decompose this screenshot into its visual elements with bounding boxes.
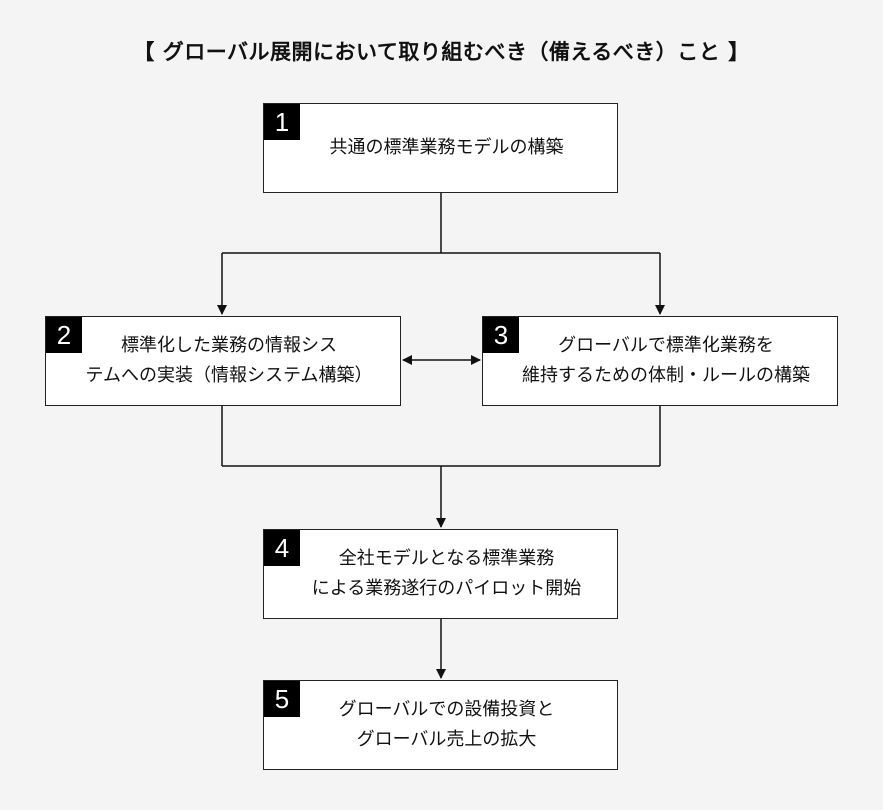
step-2-text-line-1: 標準化した業務の情報シス: [121, 335, 337, 356]
step-number-badge: 1: [264, 104, 300, 140]
step-number-badge: 5: [264, 681, 300, 717]
step-5-text-line-2: グローバル売上の拡大: [356, 729, 537, 750]
step-4-text-line-1: 全社モデルとなる標準業務: [338, 548, 555, 569]
step-1-text: 共通の標準業務モデルの構築: [329, 137, 564, 158]
diagram-title: 【 グローバル展開において取り組むべき（備えるべき）こと 】: [133, 40, 750, 64]
step-number-badge: 2: [46, 317, 82, 353]
step-number-badge: 4: [264, 530, 300, 566]
step-box-3: 3 グローバルで標準化業務を 維持するための体制・ルールの構築: [482, 316, 838, 406]
step-5-text-line-1: グローバルでの設備投資と: [338, 699, 555, 720]
step-number-badge: 3: [483, 317, 519, 353]
step-3-text-line-1: グローバルで標準化業務を: [558, 335, 774, 356]
step-box-2: 2 標準化した業務の情報シス テムへの実装（情報システム構築）: [45, 316, 401, 406]
step-box-4: 4 全社モデルとなる標準業務 による業務遂行のパイロット開始: [263, 529, 618, 619]
step-4-text-line-2: による業務遂行のパイロット開始: [311, 578, 582, 599]
step-3-text-line-2: 維持するための体制・ルールの構築: [522, 365, 810, 386]
step-2-text-line-2: テムへの実装（情報システム構築）: [85, 365, 373, 386]
step-box-1: 1 共通の標準業務モデルの構築: [263, 103, 618, 193]
step-box-5: 5 グローバルでの設備投資と グローバル売上の拡大: [263, 680, 618, 770]
